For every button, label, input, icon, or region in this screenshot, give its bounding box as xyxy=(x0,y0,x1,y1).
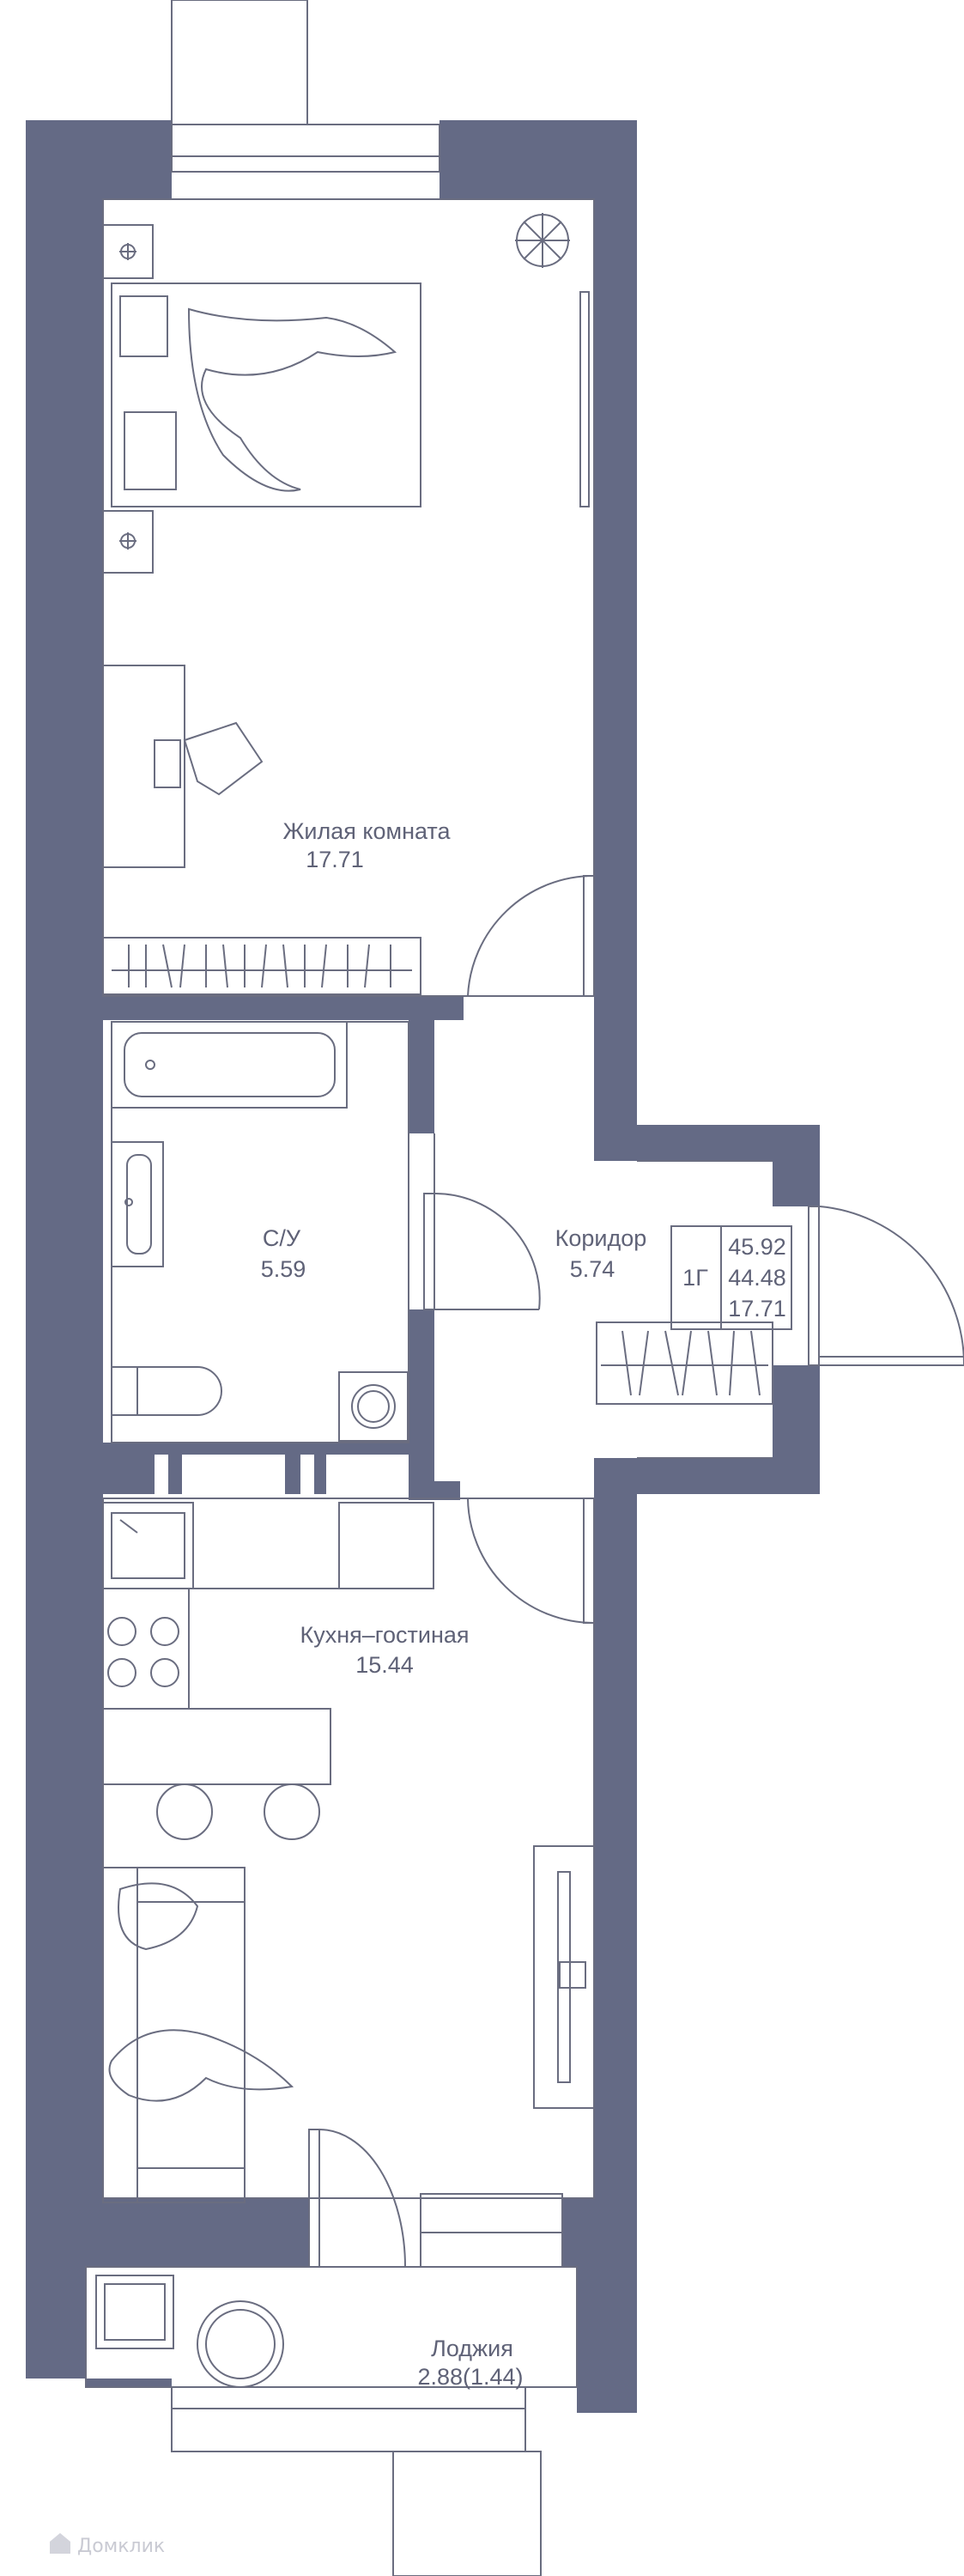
room-name-living: Жилая комната xyxy=(282,818,451,844)
door-kitchen xyxy=(467,1498,595,1624)
room-area-corridor: 5.74 xyxy=(570,1256,615,1282)
apartment-living-area: 17.71 xyxy=(728,1296,786,1321)
room-area-loggia: 2.88(1.44) xyxy=(417,2364,523,2390)
bottom-window-frame xyxy=(392,2451,542,2576)
tv-stand xyxy=(533,1845,595,2109)
apartment-type: 1Г xyxy=(682,1265,708,1291)
top-window-frame xyxy=(171,0,308,125)
desk-chair xyxy=(183,721,264,796)
desk xyxy=(102,665,185,868)
door-living xyxy=(467,874,595,997)
bar-counter xyxy=(102,1708,331,1785)
tv-living xyxy=(579,291,590,507)
room-name-kitchen: Кухня–гостиная xyxy=(300,1622,469,1648)
armchair xyxy=(95,2275,174,2349)
room-area-kitchen: 15.44 xyxy=(355,1652,414,1678)
sink xyxy=(111,1141,164,1267)
kitchen-sink xyxy=(102,1502,194,1589)
room-area-living: 17.71 xyxy=(306,847,364,872)
plant-icon xyxy=(515,213,570,268)
living-room-outline xyxy=(102,198,595,997)
linework xyxy=(85,0,964,2576)
fridge xyxy=(338,1502,434,1589)
kitchen-outline xyxy=(102,1498,595,2199)
apartment-area-without-loggia: 44.48 xyxy=(728,1265,786,1291)
nightstand-top xyxy=(102,224,154,279)
person-on-bed xyxy=(187,307,397,492)
apartment-info-box xyxy=(670,1225,792,1330)
bar-stool-2 xyxy=(264,1783,320,1840)
bar-stool-1 xyxy=(156,1783,213,1840)
bottom-window xyxy=(171,2386,526,2452)
watermark: Домклик xyxy=(50,2533,165,2557)
stove xyxy=(107,1617,179,1687)
bath-outline xyxy=(111,1021,409,1443)
door-bath xyxy=(423,1192,541,1310)
domclick-logo-icon xyxy=(50,2533,70,2554)
watermark-text: Домклик xyxy=(77,2536,165,2557)
bed xyxy=(111,283,421,507)
wardrobe-living xyxy=(102,937,421,995)
wardrobe-corridor xyxy=(596,1321,773,1405)
bathtub xyxy=(111,1021,348,1109)
walls xyxy=(26,120,820,2413)
top-window xyxy=(171,124,440,173)
toilet xyxy=(111,1366,222,1416)
room-name-loggia: Лоджия xyxy=(431,2336,513,2361)
apartment-total-area: 45.92 xyxy=(728,1234,786,1260)
sofa xyxy=(102,1867,294,2203)
round-table xyxy=(197,2300,284,2388)
room-name-corridor: Коридор xyxy=(555,1225,647,1251)
nightstand-bottom xyxy=(102,510,154,574)
room-name-bath: С/У xyxy=(263,1225,301,1251)
washing-machine xyxy=(338,1371,409,1442)
room-area-bath: 5.59 xyxy=(261,1256,306,1282)
door-entrance xyxy=(808,1206,964,1366)
